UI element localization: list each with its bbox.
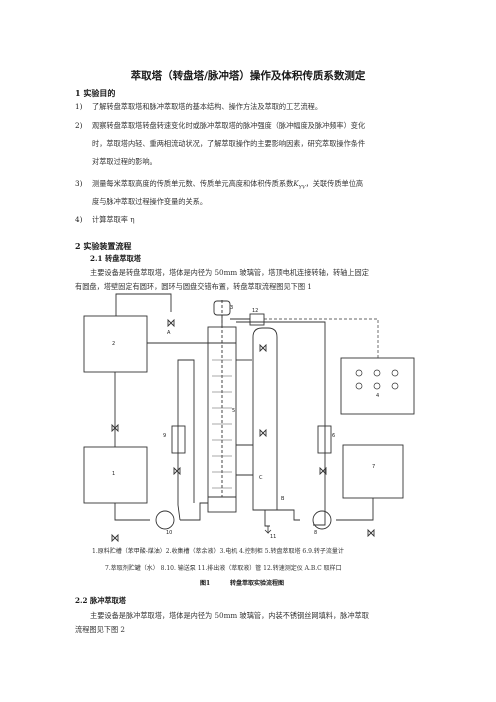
label-10: 10 xyxy=(166,530,172,536)
item-2-line-1: 观察转盘萃取塔转盘转速变化时或脉冲萃取塔的脉冲强度（脉冲幅度及脉冲频率）变化 xyxy=(92,121,366,130)
subsection-2-1-para-line-1: 主要设备是转盘萃取塔，塔体是内径为 50mm 玻璃管，塔顶电机连接转轴，转轴上固… xyxy=(90,268,369,277)
label-A: A xyxy=(167,330,171,336)
label-B: B xyxy=(281,496,285,502)
item-4-number: 4) xyxy=(75,215,83,224)
subsection-2-2-para-line-2: 流程图见下图 2 xyxy=(75,625,125,634)
label-7: 7 xyxy=(372,464,375,470)
item-1-number: 1) xyxy=(75,102,83,111)
rotating-disc-column xyxy=(207,326,237,513)
extractant-tank xyxy=(342,444,404,499)
subsection-2-2-para-line-1: 主要设备是脉冲萃取塔，塔体是内径为 50mm 玻璃管，内装不锈钢丝网填料，脉冲萃… xyxy=(90,611,369,620)
label-1: 1 xyxy=(112,471,115,477)
collection-tank xyxy=(83,315,148,373)
item-3-number: 3) xyxy=(75,179,83,188)
item-3-text-post: ，关联传质单位高 xyxy=(305,179,364,188)
label-4: 4 xyxy=(376,393,379,399)
figure-number: 图1 xyxy=(200,580,211,587)
pump-10 xyxy=(155,510,175,530)
figure-legend-line-1: 1.原料贮槽（苯甲酸-煤油）2.收集槽（萃余液）3.电机 4.控制柜 5.转盘萃… xyxy=(92,548,344,555)
item-3-line-2: 度与脉冲萃取过程操作变量的关系。 xyxy=(92,197,208,206)
section-1-heading-text: 1 实验目的 xyxy=(75,88,116,98)
item-4-line-1: 计算萃取率 η xyxy=(92,215,135,224)
item-2-line-3: 对萃取过程的影响。 xyxy=(92,157,157,166)
section-2-heading: 2 实验装置流程 xyxy=(75,241,132,251)
label-8: 8 xyxy=(314,530,317,536)
item-3-line-1: 测量每米萃取高度的传质单元数、传质单元高度和体积传质系数KYV，关联传质单位高 xyxy=(92,179,363,190)
flowmeter-6 xyxy=(317,425,332,454)
page-title: 萃取塔（转盘塔/脉冲塔）操作及体积传质系数测定 xyxy=(130,70,366,82)
speed-meter xyxy=(249,313,265,326)
pump-8 xyxy=(312,510,332,530)
subsection-2-2-heading: 2.2 脉冲萃取塔 xyxy=(75,596,126,605)
label-6: 6 xyxy=(332,433,335,439)
label-3: 3 xyxy=(230,305,233,311)
item-1-line-1: 了解转盘萃取塔和脉冲萃取塔的基本结构、操作方法及萃取的工艺流程。 xyxy=(92,102,323,111)
label-5: 5 xyxy=(232,408,235,414)
control-cabinet xyxy=(340,357,415,415)
subsection-2-1-heading: 2.1 转盘萃取塔 xyxy=(90,254,141,263)
label-2: 2 xyxy=(112,341,115,347)
subsection-2-1-para-line-2: 有圆盘，塔壁固定有圆环，圆环与圆盘交错布置，转盘萃取流程图见下图 1 xyxy=(75,282,312,291)
item-2-line-2: 时，萃取塔内轻、重两相流动状况，了解萃取操作的主要影响因素，研究萃取操作条件 xyxy=(92,139,366,148)
figure-title: 转盘萃取实验流程图 xyxy=(230,580,285,587)
item-2-number: 2) xyxy=(75,121,83,130)
label-11: 11 xyxy=(270,534,276,540)
label-9: 9 xyxy=(163,433,166,439)
kyv-symbol: KYV xyxy=(293,179,306,191)
label-12: 12 xyxy=(252,308,258,314)
label-C: C xyxy=(259,475,263,481)
figure-legend-line-2: 7.萃取剂贮罐（水） 8.10. 输送泵 11.排出液（萃取液）管 12.转速测… xyxy=(105,565,342,572)
flowmeter-9 xyxy=(171,425,186,454)
item-3-text-pre: 测量每米萃取高度的传质单元数、传质单元高度和体积传质系数 xyxy=(92,179,294,188)
feed-tank xyxy=(83,446,148,504)
